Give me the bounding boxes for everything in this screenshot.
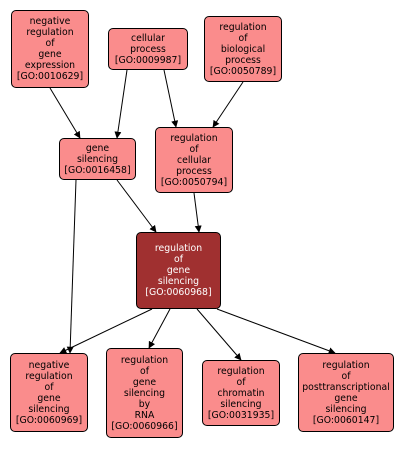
term-name-line: process — [130, 43, 166, 55]
term-name-line: regulation — [170, 132, 218, 144]
term-name-line: silencing — [123, 387, 166, 399]
term-name-line: of — [45, 38, 55, 49]
edge-n6-to-n9 — [196, 308, 242, 361]
term-name-line: silencing — [76, 153, 119, 165]
term-name-line: by — [138, 398, 151, 410]
go-id: [GO:0050794] — [160, 176, 228, 188]
edge-n2-to-n4 — [114, 69, 128, 139]
edge-n4-to-n7 — [66, 179, 77, 354]
edge-layer — [49, 69, 336, 361]
term-name-line: gene — [37, 392, 61, 404]
term-name-line: of — [189, 143, 199, 155]
term-name-line: gene — [85, 142, 110, 154]
term-name-line: regulation — [219, 21, 267, 33]
term-name-line: regulation — [322, 359, 370, 371]
term-name-line: regulation — [26, 27, 74, 38]
edge-n4-to-n6 — [116, 179, 157, 233]
term-name-line: cellular — [176, 154, 211, 166]
edge-n3-to-n5 — [212, 81, 244, 128]
go-id: [GO:0050789] — [209, 65, 277, 77]
go-id: [GO:0060147] — [312, 414, 380, 426]
edge-n1-to-n4 — [49, 87, 81, 139]
term-name-line: of — [44, 381, 54, 393]
go-id: [GO:0060968] — [145, 287, 212, 298]
term-name-line: regulation — [154, 243, 203, 254]
edge-n6-to-n7 — [59, 308, 153, 354]
term-name-line: of — [341, 370, 351, 382]
term-name-line: regulation — [217, 365, 265, 377]
term-name-line: of — [174, 254, 183, 265]
term-name-line: of — [140, 365, 149, 377]
term-name-line: gene — [132, 376, 157, 388]
term-name-line: gene — [38, 49, 62, 60]
term-name-line: silencing — [28, 403, 70, 415]
term-name-line: expression — [24, 60, 76, 71]
edge-n6-to-n10 — [216, 308, 336, 355]
term-name-line: gene — [334, 392, 358, 404]
go-id: [GO:0009987] — [114, 54, 182, 66]
term-name-line: negative — [29, 16, 71, 27]
term-name-line: RNA — [134, 409, 155, 421]
go-id: [GO:0010629] — [16, 71, 84, 82]
term-name-line: process — [176, 165, 212, 177]
term-name-line: posttranscriptional — [302, 381, 390, 393]
go-id: [GO:0060969] — [15, 414, 83, 426]
term-name-line: biological — [220, 43, 266, 55]
term-name-line: process — [225, 54, 261, 66]
edge-n5-to-n6 — [193, 192, 202, 233]
term-name-line: chromatin — [217, 387, 265, 399]
term-name-line: silencing — [325, 403, 367, 415]
go-id: [GO:0060966] — [111, 420, 178, 432]
term-name-line: regulation — [120, 354, 169, 366]
term-name-line: gene — [166, 265, 191, 276]
term-name-line: silencing — [220, 398, 262, 410]
term-name-line: of — [238, 32, 248, 44]
go-id: [GO:0031935] — [207, 409, 275, 421]
term-name-line: of — [236, 376, 246, 388]
term-name-line: negative — [28, 359, 70, 371]
edge-n6-to-n8 — [148, 308, 171, 349]
term-name-line: silencing — [157, 276, 200, 287]
go-id: [GO:0016458] — [64, 164, 131, 176]
edge-n2-to-n5 — [163, 69, 179, 128]
term-name-line: regulation — [25, 370, 73, 382]
term-name-line: cellular — [130, 32, 165, 44]
